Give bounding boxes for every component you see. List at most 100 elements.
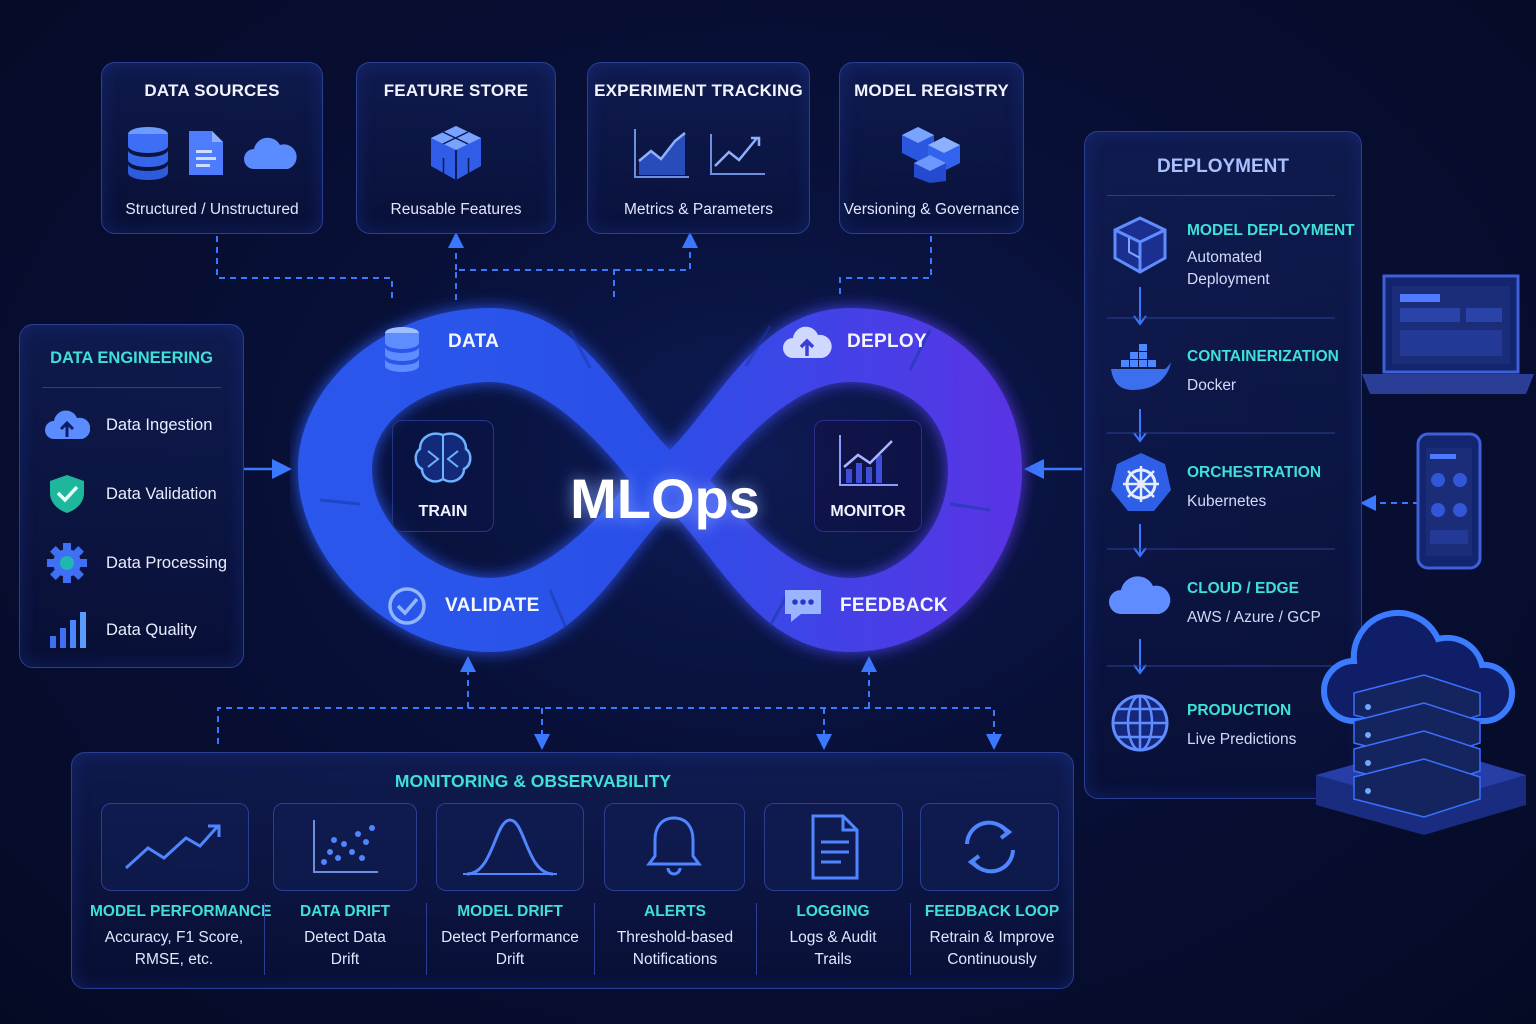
feature-store-title: FEATURE STORE <box>383 81 529 100</box>
monitor-label: MONITOR <box>830 503 906 520</box>
model-drift-col: MODEL DRIFT Detect Performance Drift <box>434 903 586 971</box>
mlops-center-title: MLOps <box>570 467 760 530</box>
monitor-node: MONITOR <box>814 420 922 532</box>
data-sources-card: DATA SOURCES Structured / Unstructured <box>101 62 323 234</box>
feedback-loop-tile <box>920 803 1059 891</box>
alerts-tile <box>604 803 745 891</box>
alerts-title: ALERTS <box>644 903 706 920</box>
logging-col: LOGGING Logs & Audit Trails <box>764 903 902 971</box>
bell-icon <box>646 816 702 876</box>
scatter-plot-icon <box>313 820 378 873</box>
feature-store-card: FEATURE STORE Reusable Features <box>356 62 556 234</box>
file-icon <box>189 131 223 175</box>
monitoring-panel: MONITORING & OBSERVABILITY <box>71 752 1074 989</box>
data-engineering-divider <box>42 387 221 388</box>
model-registry-card: MODEL REGISTRY Versioning & Governance <box>839 62 1024 234</box>
data-drift-desc1: Detect Data <box>304 929 386 946</box>
feature-store-subtitle: Reusable Features <box>390 201 522 218</box>
orchestration-title: ORCHESTRATION <box>1187 464 1322 481</box>
model-drift-desc2: Drift <box>495 951 525 968</box>
cube-icon <box>1113 216 1167 274</box>
laptop-icon <box>1362 274 1534 394</box>
containerization-desc: Docker <box>1187 377 1237 394</box>
alerts-desc1: Threshold-based <box>616 929 734 946</box>
smartphone-icon <box>1416 432 1482 570</box>
deployment-panel: DEPLOYMENT MODEL DEPLOYMENT Automated De… <box>1084 131 1362 799</box>
area-chart-icon <box>633 129 689 178</box>
bar-chart-icon <box>50 612 86 648</box>
deployment-arrows <box>1107 287 1335 675</box>
feedback-loop-title: FEEDBACK LOOP <box>924 903 1060 920</box>
cloud-edge-title: CLOUD / EDGE <box>1187 580 1299 597</box>
feedback-loop-desc1: Retrain & Improve <box>929 929 1055 946</box>
model-drift-desc1: Detect Performance <box>441 929 579 946</box>
cloud-icon <box>244 137 297 169</box>
docker-icon <box>1111 344 1171 390</box>
trend-line-icon <box>124 824 221 870</box>
data-engineering-panel: DATA ENGINEERING Data Ingestion Data Val… <box>19 324 244 668</box>
data-sources-title: DATA SOURCES <box>144 81 280 100</box>
gear-icon <box>47 543 87 583</box>
train-label: TRAIN <box>418 503 468 520</box>
alerts-col: ALERTS Threshold-based Notifications <box>602 903 748 971</box>
model-performance-title: MODEL PERFORMANCE <box>90 903 272 920</box>
separator <box>910 903 911 975</box>
refresh-icon <box>965 820 1015 874</box>
data-validation-label: Data Validation <box>106 484 217 503</box>
model-drift-title: MODEL DRIFT <box>457 903 563 920</box>
production-desc: Live Predictions <box>1187 731 1297 748</box>
database-icon <box>128 127 168 180</box>
mlops-infinity-loop <box>298 308 1022 652</box>
globe-icon <box>1111 694 1169 752</box>
production-title: PRODUCTION <box>1187 702 1292 719</box>
data-loop-label: DATA <box>448 331 500 352</box>
validate-loop-label: VALIDATE <box>445 595 540 616</box>
cloud-edge-desc: AWS / Azure / GCP <box>1187 609 1321 626</box>
monitoring-title: MONITORING & OBSERVABILITY <box>394 771 672 791</box>
data-ingestion-item: Data Ingestion <box>44 405 212 445</box>
data-processing-label: Data Processing <box>106 553 228 572</box>
database-loop-icon <box>385 327 419 372</box>
cloud-server-icon <box>1316 609 1526 835</box>
logging-tile <box>764 803 903 891</box>
model-performance-col: MODEL PERFORMANCE Accuracy, F1 Score, RM… <box>90 903 272 971</box>
model-registry-title: MODEL REGISTRY <box>854 81 1009 100</box>
data-sources-subtitle: Structured / Unstructured <box>125 201 299 218</box>
logging-title: LOGGING <box>796 903 870 920</box>
containerization-title: CONTAINERIZATION <box>1187 348 1339 365</box>
trend-chart-icon <box>709 134 765 175</box>
orchestration-desc: Kubernetes <box>1187 493 1267 510</box>
model-deployment-title: MODEL DEPLOYMENT <box>1187 222 1355 239</box>
data-ingestion-label: Data Ingestion <box>106 415 213 434</box>
deployment-divider <box>1107 195 1335 196</box>
kubernetes-icon <box>1111 453 1171 511</box>
feedback-loop-label: FEEDBACK <box>840 595 948 616</box>
train-node: TRAIN <box>392 420 494 532</box>
document-icon <box>811 814 859 880</box>
stacked-cubes-icon <box>901 127 960 183</box>
data-validation-item: Data Validation <box>44 474 217 514</box>
separator <box>426 903 427 975</box>
model-performance-desc1: Accuracy, F1 Score, <box>104 929 244 946</box>
model-performance-desc2: RMSE, etc. <box>134 951 214 968</box>
separator <box>264 903 265 975</box>
model-deployment-desc2: Deployment <box>1187 271 1270 288</box>
bell-curve-icon <box>463 818 557 876</box>
model-performance-tile <box>101 803 249 891</box>
data-drift-col: DATA DRIFT Detect Data Drift <box>276 903 414 971</box>
feedback-loop-col: FEEDBACK LOOP Retrain & Improve Continuo… <box>918 903 1066 971</box>
experiment-tracking-title: EXPERIMENT TRACKING <box>594 81 803 100</box>
model-deployment-desc1: Automated <box>1187 249 1262 266</box>
brain-icon <box>414 432 472 483</box>
alerts-desc2: Notifications <box>632 951 718 968</box>
data-drift-title: DATA DRIFT <box>299 903 391 920</box>
data-quality-item: Data Quality <box>44 610 197 650</box>
chat-bubble-icon <box>785 590 821 622</box>
cloud-icon <box>1109 576 1171 614</box>
data-drift-tile <box>273 803 417 891</box>
check-circle-icon <box>388 587 426 625</box>
shield-check-icon <box>50 475 84 513</box>
experiment-tracking-card: EXPERIMENT TRACKING Metrics & Parameters <box>587 62 810 234</box>
logging-desc2: Trails <box>814 951 852 968</box>
feedback-loop-desc2: Continuously <box>947 951 1037 968</box>
